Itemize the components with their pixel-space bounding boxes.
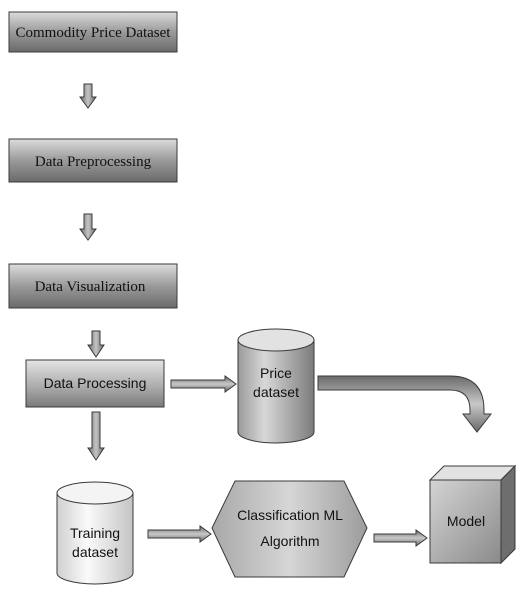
price-dataset-cylinder: Price dataset <box>237 328 315 444</box>
arrow-processing-to-training <box>87 411 105 461</box>
classification-label-line1: Classification ML <box>237 507 343 523</box>
data-visualization-label: Data Visualization <box>35 279 146 295</box>
arrow-classification-to-model <box>373 529 428 547</box>
price-dataset-label-line2: dataset <box>253 384 299 400</box>
arrow-down-3 <box>87 330 105 358</box>
data-processing-label: Data Processing <box>44 375 147 391</box>
arrow-processing-to-price <box>170 375 237 393</box>
classification-ml-algorithm-node: Classification ML Algorithm <box>211 480 368 578</box>
commodity-price-dataset-label: Commodity Price Dataset <box>16 25 172 41</box>
price-dataset-label-line1: Price <box>260 365 292 381</box>
data-preprocessing-label: Data Preprocessing <box>35 154 152 170</box>
arrow-down-1 <box>79 83 97 109</box>
data-processing-box: Data Processing <box>25 359 165 408</box>
classification-label-line2: Algorithm <box>260 533 319 549</box>
arrow-training-to-classification <box>147 525 212 543</box>
data-preprocessing-box: Data Preprocessing <box>8 138 178 183</box>
model-label: Model <box>447 513 485 529</box>
arrow-down-2 <box>79 213 97 241</box>
training-dataset-label-line2: dataset <box>72 544 118 560</box>
model-cube: Model <box>428 464 517 565</box>
data-visualization-box: Data Visualization <box>8 263 178 309</box>
arrow-price-to-model <box>317 375 493 433</box>
training-dataset-cylinder: Training dataset <box>56 481 134 585</box>
commodity-price-dataset-box: Commodity Price Dataset <box>8 11 178 53</box>
training-dataset-label-line1: Training <box>70 525 120 541</box>
